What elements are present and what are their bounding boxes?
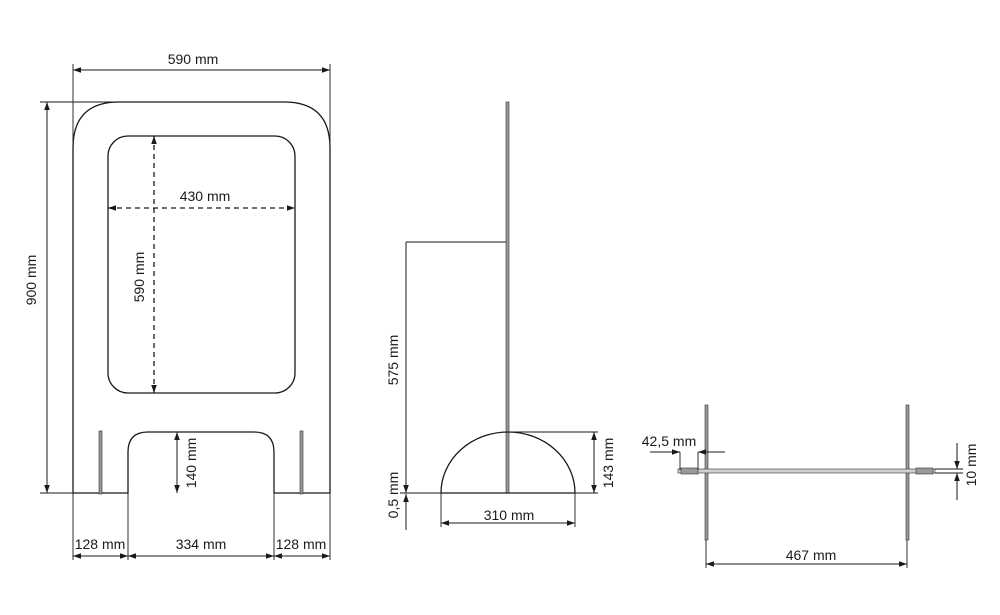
side-base-dome bbox=[440, 431, 576, 494]
left-foot-plate bbox=[98, 430, 103, 495]
panel-height-label: 575 mm bbox=[385, 335, 401, 386]
top-right-plate bbox=[915, 467, 934, 475]
top-view: 42,5 mm 10 mm 467 mm bbox=[642, 404, 979, 568]
front-window bbox=[107, 135, 296, 394]
spacing-label: 467 mm bbox=[786, 547, 837, 563]
side-panel bbox=[505, 101, 510, 494]
left-foot-label: 128 mm bbox=[75, 536, 126, 552]
top-base-strip bbox=[677, 468, 936, 474]
arch-width-label: 334 mm bbox=[176, 536, 227, 552]
base-height-label: 143 mm bbox=[600, 438, 616, 489]
base-width-label: 310 mm bbox=[484, 507, 535, 523]
side-view: 575 mm 143 mm 0,5 mm 310 mm bbox=[385, 101, 616, 530]
front-outline bbox=[72, 101, 331, 494]
right-foot-plate bbox=[299, 430, 304, 495]
height-label: 900 mm bbox=[23, 255, 39, 306]
front-view: 590 mm 900 mm 430 mm 590 mm 140 mm 128 m… bbox=[23, 51, 331, 560]
top-left-plate bbox=[680, 467, 699, 475]
plate-length-label: 42,5 mm bbox=[642, 433, 696, 449]
window-height-label: 590 mm bbox=[131, 252, 147, 303]
arch-height-label: 140 mm bbox=[183, 438, 199, 489]
right-foot-label: 128 mm bbox=[276, 536, 327, 552]
width-label: 590 mm bbox=[168, 51, 219, 67]
thickness-label: 10 mm bbox=[963, 444, 979, 487]
window-width-label: 430 mm bbox=[180, 188, 231, 204]
base-thickness-label: 0,5 mm bbox=[385, 472, 401, 519]
